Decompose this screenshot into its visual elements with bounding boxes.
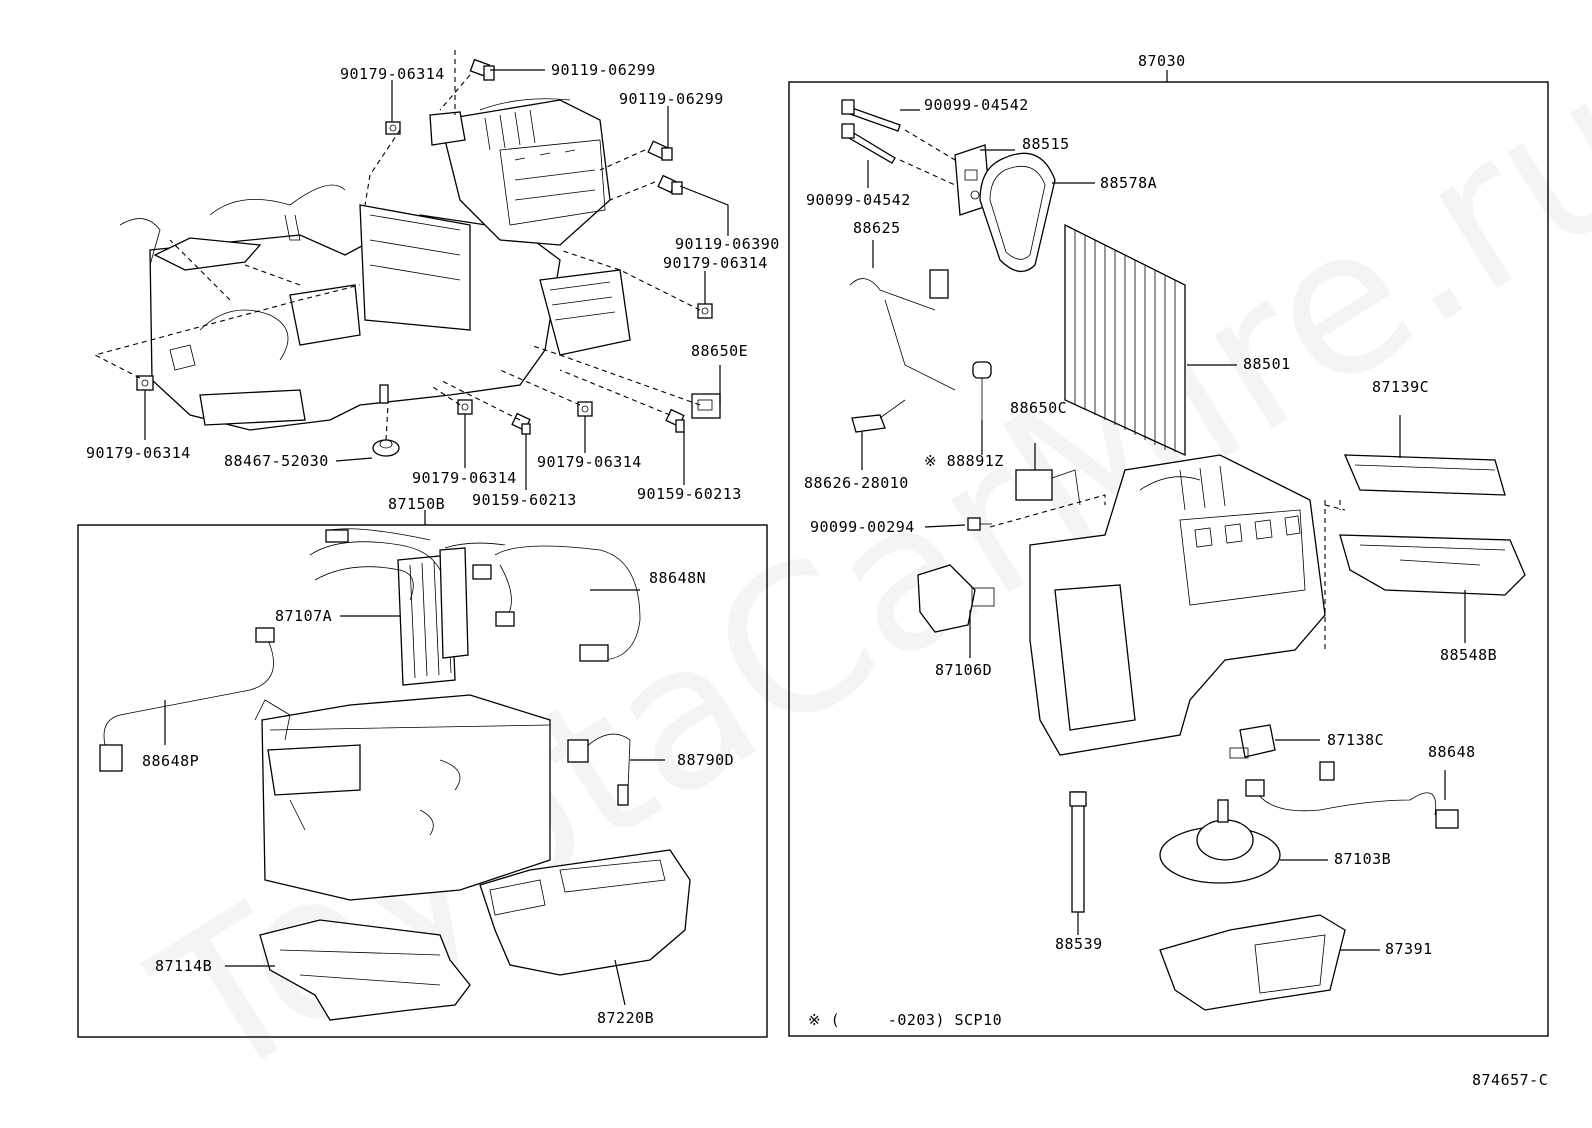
label-90179-06314-e: 90179-06314 — [537, 453, 642, 471]
label-87107A: 87107A — [275, 607, 333, 625]
label-88891Z: ※ 88891Z — [924, 452, 1004, 470]
label-88648N: 88648N — [649, 569, 707, 587]
group-label-87150B: 87150B — [388, 495, 446, 513]
label-90159-60213-b: 90159-60213 — [637, 485, 742, 503]
sensor-88790D — [567, 733, 631, 806]
o-ring-88578A — [979, 152, 1056, 272]
nut-90179-06314-e — [577, 401, 593, 417]
label-90119-06299-a: 90119-06299 — [551, 61, 656, 79]
label-90159-60213-a: 90159-60213 — [472, 491, 577, 509]
label-90119-06390: 90119-06390 — [675, 235, 780, 253]
connector-88650C — [1015, 469, 1081, 506]
label-90099-00294: 90099-00294 — [810, 518, 915, 536]
label-90179-06314-b: 90179-06314 — [663, 254, 768, 272]
group-frame-right — [788, 81, 1549, 1037]
label-88539: 88539 — [1055, 935, 1103, 953]
bolt-90119-06390 — [657, 174, 683, 195]
label-88467-52030: 88467-52030 — [224, 452, 329, 470]
label-88515: 88515 — [1022, 135, 1070, 153]
label-87114B: 87114B — [155, 957, 213, 975]
parts-diagram — [77, 50, 1549, 1038]
label-88648: 88648 — [1428, 743, 1476, 761]
label-88625: 88625 — [853, 219, 901, 237]
label-90179-06314-a: 90179-06314 — [340, 65, 445, 83]
group-label-87030: 87030 — [1138, 52, 1186, 70]
evaporator-88501 — [1064, 223, 1186, 457]
group-frame-left — [77, 524, 768, 1038]
screw-90099-00294 — [967, 517, 992, 531]
label-87391: 87391 — [1385, 940, 1433, 958]
lower-case-87391 — [1159, 914, 1346, 1011]
duct-87114B — [259, 919, 471, 1021]
heater-case-upper — [254, 694, 551, 901]
screw-90159-60213-b — [665, 408, 685, 433]
label-88626-28010: 88626-28010 — [804, 474, 909, 492]
wire-harness-88648N — [494, 545, 641, 662]
label-88790D: 88790D — [677, 751, 735, 769]
shaft-88539 — [1069, 791, 1087, 913]
blower-case — [1029, 454, 1326, 756]
label-88650E: 88650E — [691, 342, 749, 360]
wire-88625 — [849, 269, 956, 391]
duct-87220B — [479, 849, 691, 976]
connector-88650E — [691, 393, 721, 419]
label-87139C: 87139C — [1372, 378, 1430, 396]
heater-core-87107A — [309, 528, 506, 686]
filter-case-88548B — [1339, 534, 1526, 596]
clip-88626-28010 — [851, 399, 906, 433]
bolts-90099-04542 — [841, 99, 901, 164]
label-88548B: 88548B — [1440, 646, 1498, 664]
diagram-id: 874657-C — [1472, 1071, 1549, 1089]
bolt-90119-06299-a — [469, 58, 495, 81]
label-88501: 88501 — [1243, 355, 1291, 373]
motor-87103B — [1159, 799, 1281, 884]
grommet-88467-52030 — [372, 439, 400, 457]
label-87220B: 87220B — [597, 1009, 655, 1027]
label-90099-04542-a: 90099-04542 — [924, 96, 1029, 114]
wire-88648 — [1245, 761, 1459, 829]
label-90099-04542-b: 90099-04542 — [806, 191, 911, 209]
screw-90159-60213-a — [511, 412, 531, 435]
wire-88648P — [99, 627, 275, 772]
nut-90179-06314-a — [385, 121, 401, 135]
nut-90179-06314-d — [457, 399, 473, 415]
heater-unit-assembly — [119, 98, 631, 431]
filter-87139C — [1343, 454, 1506, 496]
label-87138C: 87138C — [1327, 731, 1385, 749]
label-87103B: 87103B — [1334, 850, 1392, 868]
label-87106D: 87106D — [935, 661, 993, 679]
footnote: ※ ( -0203) SCP10 — [808, 1011, 1003, 1029]
label-90179-06314-c: 90179-06314 — [86, 444, 191, 462]
label-88578A: 88578A — [1100, 174, 1158, 192]
sensor-88891Z — [972, 361, 992, 420]
label-90119-06299-b: 90119-06299 — [619, 90, 724, 108]
label-88650C: 88650C — [1010, 399, 1068, 417]
actuator-87106D — [917, 564, 995, 633]
nut-90179-06314-b — [697, 303, 713, 319]
label-88648P: 88648P — [142, 752, 200, 770]
label-90179-06314-d: 90179-06314 — [412, 469, 517, 487]
resistor-87138C — [1229, 724, 1276, 759]
bolt-90119-06299-b — [647, 140, 673, 161]
